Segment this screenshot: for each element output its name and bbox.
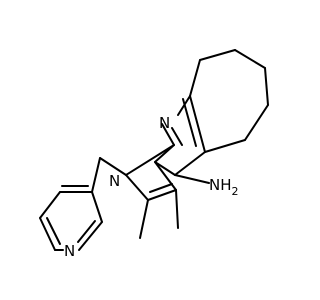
bond-n-py2-double [77, 220, 96, 243]
bond-c4a-c8a [189, 95, 206, 153]
bond-n8-c7a [161, 123, 175, 146]
pyridine-nitrogen-label: N [64, 242, 75, 260]
bond-c2-methyl [139, 199, 149, 239]
bond-c4-c4a [174, 151, 206, 176]
amine-label: NH2 [209, 176, 239, 198]
bond-n-py2 [78, 221, 103, 251]
bond-c10-c11 [234, 49, 266, 69]
bond-n8-c7a-double [171, 127, 183, 146]
molecule-structure: N N N NH2 [39, 49, 269, 260]
bond-py5-py6-double [46, 217, 61, 245]
bond-c2-c3 [147, 189, 177, 201]
atom-labels: N N N NH2 [64, 114, 239, 260]
bond-c3-methyl [175, 189, 179, 229]
bond-c9-c10 [199, 49, 236, 61]
bond-c12-c13 [244, 104, 269, 141]
ring-nitrogen-label: N [159, 114, 170, 132]
bond-c4-nh2 [174, 174, 210, 184]
bond-ch2-py3 [91, 157, 101, 193]
bond-c7a-n1 [125, 144, 175, 176]
bond-n1-c2 [125, 174, 149, 201]
bond-c13-c4a [204, 139, 246, 153]
bond-c8a-c9 [189, 59, 201, 97]
bond-c4a-c8a-double [182, 98, 197, 147]
bond-py4-py5 [39, 191, 61, 219]
bond-lines [39, 49, 269, 251]
bond-py5-py6 [39, 217, 56, 251]
bond-c3a-c4 [154, 161, 176, 176]
pyrrole-nitrogen-label: N [109, 172, 120, 190]
bond-c2-c3-double [149, 183, 173, 193]
bond-py2-py3 [91, 191, 103, 223]
bond-c11-c12 [264, 67, 269, 106]
bond-c3-c3a [154, 161, 177, 191]
bond-n1-ch2 [99, 157, 127, 176]
molecule-canvas: N N N NH2 [39, 49, 269, 260]
